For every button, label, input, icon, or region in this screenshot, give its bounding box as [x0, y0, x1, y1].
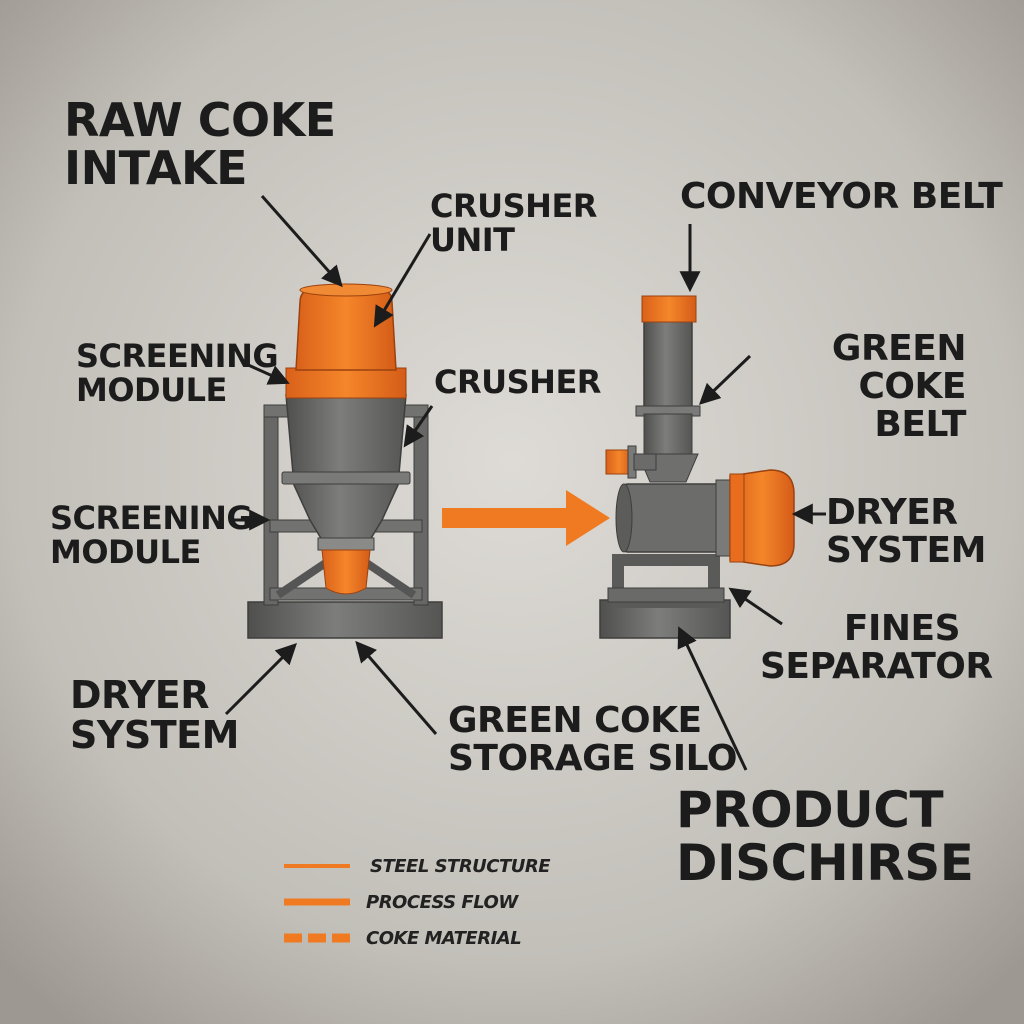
- dryer-drum: [621, 483, 725, 553]
- tower-outlet-spout: [317, 537, 375, 551]
- tower-base: [247, 601, 443, 639]
- crusher-tower-machine: [247, 283, 443, 639]
- tower-frame-leg-left: [263, 409, 279, 606]
- side-inlet-pipe: [633, 453, 657, 471]
- label-dryer-system-right: DRYER SYSTEM: [826, 492, 986, 571]
- dryer-drum-end: [615, 483, 633, 553]
- dryer-drum-flange: [715, 479, 731, 557]
- legend-item-coke-material: COKE MATERIAL: [350, 926, 522, 950]
- arrow-crusher-unit: [373, 233, 432, 328]
- tower-orange-cap: [295, 287, 397, 371]
- tower-brace-right: [359, 556, 417, 599]
- arrow-crusher: [403, 405, 434, 448]
- tower-orange-band: [285, 367, 407, 399]
- label-crusher: CRUSHER: [434, 363, 601, 401]
- tower-outlet-orange: [321, 549, 371, 595]
- label-screening-module-mid: SCREENING MODULE: [50, 499, 253, 571]
- tower-cap-top: [299, 283, 393, 297]
- legend-label: COKE MATERIAL: [366, 927, 522, 949]
- arrow-raw-coke-intake: [260, 195, 343, 288]
- arrow-green-coke-belt: [698, 354, 752, 405]
- label-raw-coke-intake: RAW COKE INTAKE: [64, 93, 336, 196]
- tower-flange-ring: [281, 471, 411, 485]
- tower-frame-leg-right: [413, 409, 429, 606]
- arrow-dryer-system-left: [224, 643, 297, 716]
- arrow-product-discharge: [677, 626, 748, 771]
- arrow-green-coke-storage-silo: [355, 640, 438, 735]
- legend-label: PROCESS FLOW: [366, 891, 518, 913]
- dryer-stand-plinth: [607, 587, 725, 603]
- label-product-discharge: PRODUCT DISCHIRSE: [676, 781, 974, 892]
- dryer-motor-orange: [729, 469, 795, 567]
- label-dryer-system-left: DRYER SYSTEM: [70, 673, 239, 757]
- label-conveyor-belt: CONVEYOR BELT: [680, 176, 1003, 217]
- legend-item-steel-structure: STEEL STRUCTURE: [354, 854, 551, 878]
- arrow-fines-separator: [728, 587, 783, 626]
- conveyor-tube-lower: [643, 413, 693, 455]
- conveyor-tube: [643, 317, 693, 411]
- tower-brace-left: [275, 556, 333, 599]
- legend-swatches: [284, 864, 350, 943]
- legend-item-process-flow: PROCESS FLOW: [350, 890, 518, 914]
- dryer-motor-ring: [729, 473, 745, 563]
- label-screening-module-top: SCREENING MODULE: [76, 337, 279, 409]
- label-crusher-unit: CRUSHER UNIT: [430, 187, 597, 259]
- legend-label: STEEL STRUCTURE: [370, 855, 551, 877]
- arrow-screening-module-top: [245, 362, 290, 385]
- label-fines-separator: FINES SEPARATOR: [760, 608, 993, 687]
- conveyor-tube-orange-top: [641, 295, 697, 323]
- label-green-coke-belt: GREEN COKE BELT: [831, 328, 967, 445]
- process-flow-arrow: [442, 490, 610, 546]
- label-green-coke-storage-silo: GREEN COKE STORAGE SILO: [448, 700, 737, 779]
- dryer-separator-machine: [599, 295, 795, 639]
- leader-arrows: [224, 195, 826, 771]
